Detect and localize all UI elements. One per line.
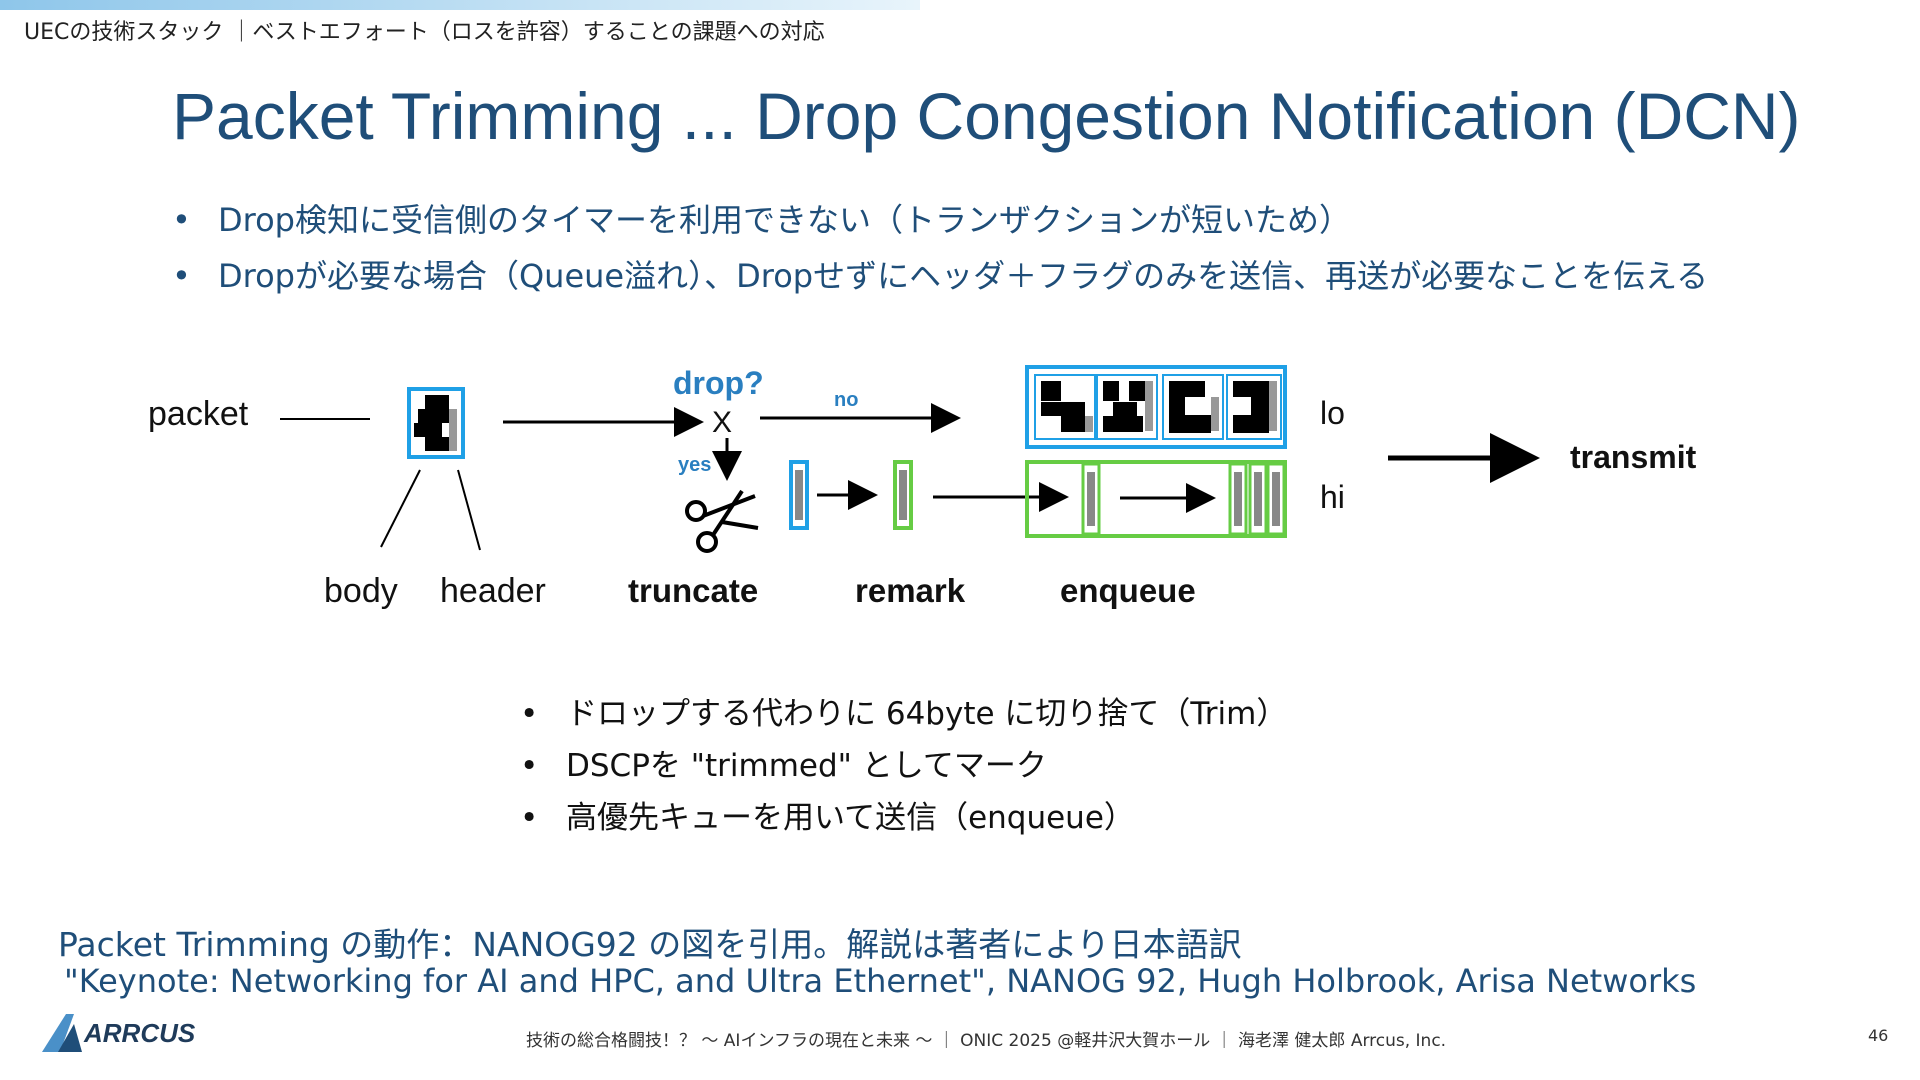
mid-bullet-2: DSCPを "trimmed" としてマーク <box>520 740 1287 785</box>
breadcrumb: UECの技術スタック ｜ベストエフォート（ロスを許容）することの課題への対応 <box>24 20 825 45</box>
logo-text: ARRCUS <box>83 1018 196 1048</box>
lo-label: lo <box>1320 395 1345 431</box>
top-bullet-list: Drop検知に受信側のタイマーを利用できない（トランザクションが短いため） Dr… <box>172 195 1708 307</box>
mid-bullet-3: 高優先キューを用いて送信（enqueue） <box>520 792 1287 837</box>
page-number: 46 <box>1868 1026 1889 1045</box>
truncate-label: truncate <box>628 572 758 609</box>
packet-trimming-diagram: packet body header drop? X no yes <box>148 365 1697 610</box>
drop-question-label: drop? <box>673 365 764 401</box>
arrcus-logo: ARRCUS <box>42 1014 196 1052</box>
remarked-packet-icon <box>893 460 913 530</box>
lo-queue <box>1025 365 1287 449</box>
packet-icon <box>407 387 465 459</box>
header-label: header <box>440 572 546 610</box>
hi-queue <box>1025 460 1287 538</box>
yes-label: yes <box>678 454 711 476</box>
body-line <box>380 469 421 548</box>
top-bullet-1: Drop検知に受信側のタイマーを利用できない（トランザクションが短いため） <box>172 195 1708 241</box>
scissors-icon <box>685 489 759 553</box>
mid-bullet-list: ドロップする代わりに 64byte に切り捨て（Trim） DSCPを "tri… <box>520 688 1287 844</box>
header-line <box>457 469 481 551</box>
citation: "Keynote: Networking for AI and HPC, and… <box>64 962 1697 1000</box>
truncated-packet-icon <box>789 460 809 530</box>
figure-caption: Packet Trimming の動作：NANOG92 の図を引用。解説は著者に… <box>58 925 1242 964</box>
top-accent-bar <box>0 0 920 10</box>
top-bullet-2: Dropが必要な場合（Queue溢れ）、Dropせずにヘッダ＋フラグのみを送信、… <box>172 251 1708 297</box>
hi-label: hi <box>1320 479 1345 515</box>
enqueue-label: enqueue <box>1060 572 1196 609</box>
footer-text: 技術の総合格闘技！？ 〜 AIインフラの現在と未来 〜 ｜ ONIC 2025 … <box>526 1031 1447 1051</box>
body-label: body <box>324 572 398 610</box>
decision-x: X <box>712 406 732 439</box>
packet-label: packet <box>148 395 249 433</box>
slide-title: Packet Trimming ... Drop Congestion Noti… <box>172 79 1801 153</box>
transmit-label: transmit <box>1570 439 1697 475</box>
remark-label: remark <box>855 572 966 609</box>
no-label: no <box>834 389 858 411</box>
mid-bullet-1: ドロップする代わりに 64byte に切り捨て（Trim） <box>520 688 1287 733</box>
